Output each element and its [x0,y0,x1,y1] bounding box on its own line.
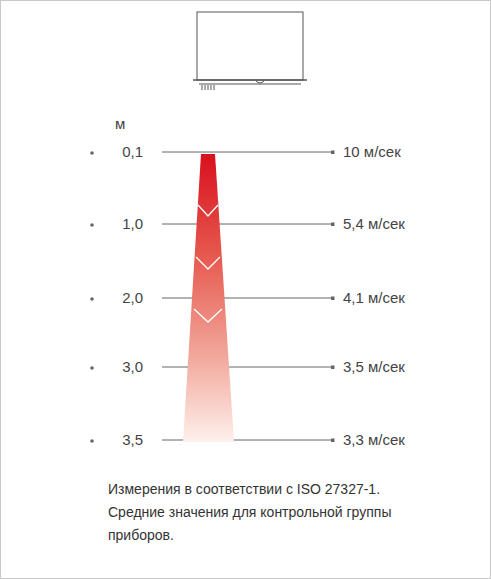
air-stream [183,154,234,442]
velocity-value: 3,3 м/сек [343,431,405,449]
unit-label: м [115,115,125,133]
air-grille [202,85,214,90]
measurement-note: Измерения в соответствии с ISO 27327-1. … [108,478,408,547]
distance-value: 3,0 [122,358,143,376]
distance-value: 1,0 [122,215,143,233]
velocity-value: 5,4 м/сек [343,215,405,233]
velocity-value: 3,5 м/сек [343,358,405,376]
flow-chevrons [194,205,222,322]
distance-value: 3,5 [122,431,143,449]
velocity-value: 10 м/сек [343,143,401,161]
device-housing [193,12,307,84]
distance-value: 0,1 [122,143,143,161]
line-end-dots [90,151,334,443]
distance-value: 2,0 [122,289,143,307]
velocity-value: 4,1 м/сек [343,289,405,307]
